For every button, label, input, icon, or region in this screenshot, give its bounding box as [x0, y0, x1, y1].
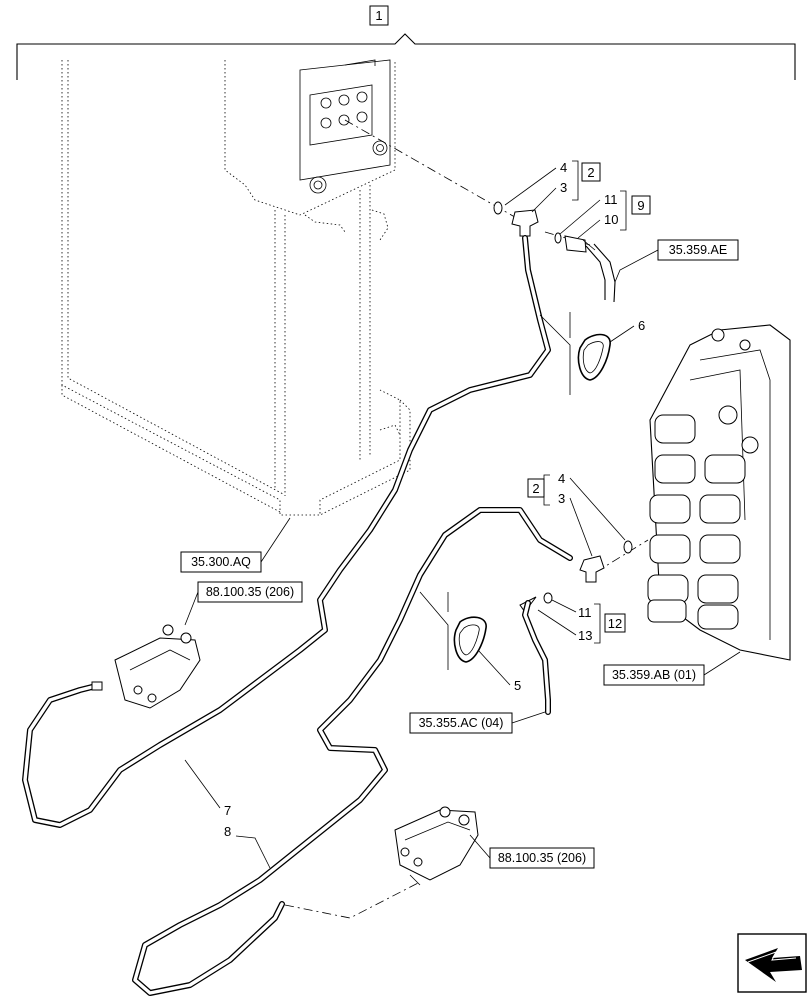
callout-8: 8: [224, 824, 231, 839]
tee-fitting-mid: [579, 555, 605, 583]
seal-top: [554, 232, 562, 244]
next-page-arrow-icon[interactable]: [737, 933, 807, 993]
hose-clamp-6: 6: [539, 312, 645, 395]
callout-3-mid: 3: [558, 491, 565, 506]
pilot-control-upper: [91, 624, 201, 709]
callout-11-top: 11: [604, 192, 618, 207]
ref-link-88-100-35-upper[interactable]: 88.100.35 (206): [184, 581, 303, 626]
hose-upper: [22, 235, 551, 828]
ref-text-35-300-aq: 35.300.AQ: [191, 555, 251, 569]
callout-5: 5: [514, 678, 521, 693]
o-ring-top: [493, 201, 503, 215]
callouts-top-group: 4 3 2 11 10 9: [504, 160, 651, 239]
top-tee-fitting-group: [493, 201, 616, 303]
valve-spools: [647, 328, 759, 630]
callout-kit-2-mid: 2: [532, 481, 539, 496]
machine-frame: [61, 60, 411, 516]
ref-link-35-355-ac[interactable]: 35.355.AC (04): [409, 711, 546, 734]
connector-top: [564, 235, 587, 253]
ref-text-35-355-ac: 35.355.AC (04): [419, 716, 504, 730]
control-valve-block: [647, 324, 791, 661]
hose-clamp-5: 5: [419, 591, 521, 693]
callout-4-mid: 4: [558, 471, 565, 486]
ref-text-88-100-35-lower: 88.100.35 (206): [498, 851, 586, 865]
middle-tee-fitting-group: [519, 540, 633, 613]
callout-assembly: 1: [375, 8, 382, 23]
ref-link-88-100-35-lower[interactable]: 88.100.35 (206): [469, 834, 595, 869]
tee-fitting-top: [511, 209, 539, 237]
callout-kit-9: 9: [637, 198, 644, 213]
ref-link-35-359-ae[interactable]: 35.359.AE: [614, 239, 739, 283]
seal-low: [543, 592, 553, 604]
assembly-brace: 1: [16, 5, 796, 80]
hose-lower: [132, 507, 573, 996]
callout-13: 13: [578, 628, 592, 643]
ref-text-88-100-35-upper: 88.100.35 (206): [206, 585, 294, 599]
callout-kit-12: 12: [608, 616, 622, 631]
callouts-middle-group: 2 4 3 11 13 12: [527, 471, 626, 644]
ref-link-35-300-aq[interactable]: 35.300.AQ: [180, 517, 291, 573]
ref-text-35-359-ab: 35.359.AB (01): [612, 668, 696, 682]
hose-lower-right: [522, 600, 551, 715]
ref-text-35-359-ae: 35.359.AE: [669, 243, 727, 257]
pilot-control-lower: [394, 806, 479, 886]
ref-link-35-359-ab[interactable]: 35.359.AB (01): [603, 651, 741, 686]
callout-kit-2-top: 2: [587, 165, 594, 180]
callout-3-top: 3: [560, 180, 567, 195]
o-ring-mid: [623, 540, 633, 554]
callout-7: 7: [224, 803, 231, 818]
callout-11-low: 11: [578, 605, 592, 620]
centerline-port-top: [344, 119, 521, 221]
callout-6: 6: [638, 318, 645, 333]
mounting-plate: [299, 59, 391, 194]
callout-10: 10: [604, 212, 618, 227]
callout-4-top: 4: [560, 160, 567, 175]
callouts-hoses: 7 8: [184, 759, 271, 869]
centerline-lower-control: [284, 881, 421, 919]
